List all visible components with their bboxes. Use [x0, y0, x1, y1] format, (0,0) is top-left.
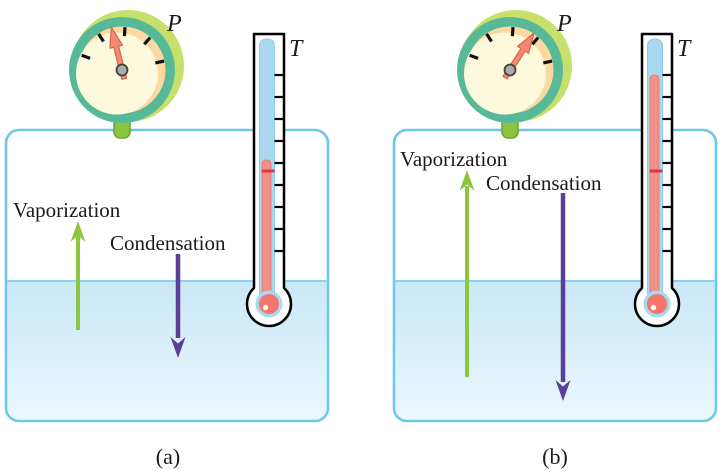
gauge-hub [503, 63, 517, 77]
vaporization-label: Vaporization [13, 198, 121, 222]
thermometer-icon [633, 32, 681, 328]
arrow-up-head [459, 170, 475, 191]
temperature-label: T [677, 36, 692, 62]
panel-caption-a: (a) [156, 444, 180, 469]
vaporization-label: Vaporization [400, 147, 508, 171]
panel-caption-b: (b) [542, 444, 568, 469]
thermometer-column-high [649, 74, 660, 297]
pressure-label: P [166, 11, 182, 37]
pressure-gauge-icon [455, 8, 574, 140]
gauge-hub [115, 63, 129, 77]
condensation-label: Condensation [486, 171, 602, 195]
condensation-arrow [170, 254, 186, 358]
arrow-down-head [555, 380, 571, 401]
pressure-label: P [556, 11, 572, 37]
panel-b: P T Vaporization Condensation (b) [392, 8, 718, 469]
arrow-down-head [170, 337, 186, 358]
panel-a: P T Vaporization Condensation (a) [4, 8, 330, 469]
temperature-label: T [289, 36, 304, 62]
condensation-label: Condensation [110, 231, 226, 255]
pressure-gauge-icon [67, 8, 186, 140]
thermometer-column-low [261, 159, 272, 297]
vaporization-arrow [70, 221, 86, 330]
vaporization-arrow [459, 170, 475, 377]
arrow-up-head [70, 221, 86, 242]
thermometer-icon [245, 32, 293, 328]
condensation-arrow [555, 193, 571, 401]
